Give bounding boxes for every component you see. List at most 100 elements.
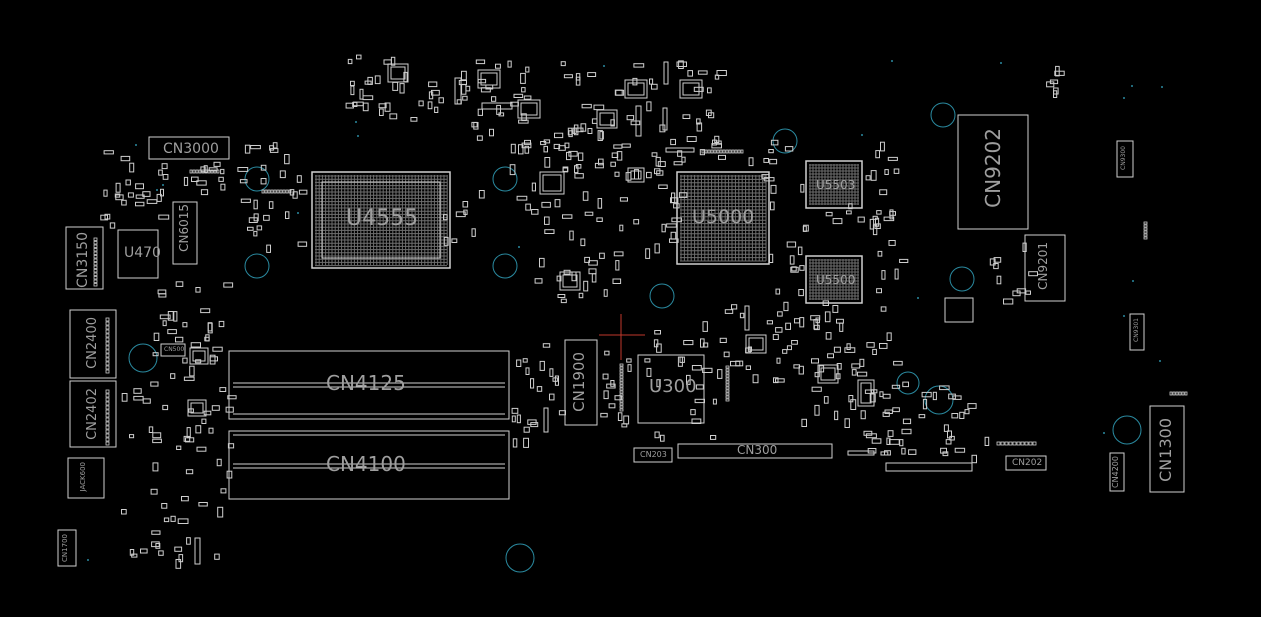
pin-row <box>93 241 98 245</box>
pin-row <box>619 387 624 391</box>
pin-row <box>105 389 110 394</box>
passive-component <box>712 398 717 405</box>
pin-row <box>1028 441 1033 446</box>
passive-component <box>582 191 589 201</box>
via-dot <box>891 60 893 62</box>
passive-component <box>945 439 952 445</box>
passive-component <box>575 164 582 169</box>
passive-component <box>802 225 807 232</box>
passive-component <box>851 363 861 369</box>
passive-component <box>478 190 485 199</box>
passive-component <box>541 201 551 208</box>
passive-component <box>1046 81 1055 88</box>
passive-component <box>610 161 616 167</box>
passive-component <box>654 243 660 254</box>
pin-row <box>725 383 730 387</box>
small-ic-pad <box>390 66 406 80</box>
component-outline <box>663 61 669 85</box>
pin-row <box>105 405 110 410</box>
pin-row <box>105 393 110 398</box>
passive-component <box>894 268 899 280</box>
passive-component <box>836 318 844 324</box>
pin-row <box>1020 441 1025 446</box>
passive-component <box>654 330 662 335</box>
chip-u4555-inner <box>321 181 441 259</box>
passive-component <box>227 395 237 400</box>
passive-component <box>872 348 877 355</box>
pin-row <box>740 149 744 154</box>
passive-component <box>162 320 167 327</box>
passive-component <box>256 225 263 231</box>
passive-component <box>669 238 679 243</box>
passive-component <box>174 546 183 552</box>
small-ic-pad <box>192 350 206 362</box>
passive-component <box>213 161 221 167</box>
passive-component <box>770 139 779 146</box>
passive-component <box>619 197 629 202</box>
passive-component <box>204 336 210 342</box>
passive-component <box>115 194 124 201</box>
passive-component <box>516 414 521 424</box>
passive-component <box>195 287 201 293</box>
passive-component <box>884 409 893 414</box>
passive-component <box>491 96 497 102</box>
passive-component <box>428 91 434 100</box>
passive-component <box>356 54 362 60</box>
passive-component <box>220 183 226 191</box>
small-ic-outline <box>517 99 541 119</box>
connector-cn2402-outline <box>69 380 117 448</box>
passive-component <box>518 119 529 124</box>
passive-component <box>189 365 195 377</box>
pin-row <box>105 433 110 438</box>
passive-component <box>250 145 261 150</box>
passive-component <box>872 224 878 236</box>
passive-component <box>731 304 738 310</box>
pin-row <box>734 149 738 154</box>
passive-component <box>614 395 622 401</box>
passive-component <box>571 271 577 282</box>
passive-component <box>893 360 903 366</box>
passive-component <box>777 311 783 317</box>
passive-component <box>121 393 128 402</box>
passive-component <box>653 339 659 348</box>
passive-component <box>560 298 567 304</box>
pin-row <box>105 441 110 446</box>
passive-component <box>296 175 302 183</box>
passive-component <box>563 74 573 79</box>
passive-component <box>161 163 168 170</box>
passive-component <box>1028 271 1038 277</box>
passive-component <box>676 61 687 67</box>
pin-row <box>1143 233 1148 237</box>
passive-component <box>523 437 529 448</box>
pin-row <box>1004 441 1009 446</box>
passive-component <box>683 340 694 346</box>
passive-component <box>163 517 170 523</box>
passive-component <box>562 214 573 219</box>
pin-row <box>1172 391 1176 396</box>
passive-component <box>521 142 532 149</box>
passive-component <box>183 376 195 381</box>
passive-component <box>876 288 882 294</box>
passive-component <box>702 342 709 348</box>
passive-component <box>707 87 712 94</box>
passive-component <box>462 201 469 208</box>
slot-cn4100-outline <box>228 430 510 500</box>
passive-component <box>135 183 145 190</box>
pin-row <box>93 251 98 255</box>
mounting-hole <box>244 253 270 279</box>
pin-row <box>93 269 98 273</box>
passive-component <box>161 503 168 509</box>
passive-component <box>702 367 713 373</box>
passive-component <box>384 102 391 112</box>
passive-component <box>948 393 956 400</box>
passive-component <box>525 203 531 211</box>
passive-component <box>656 170 664 176</box>
passive-component <box>1053 90 1058 99</box>
passive-component <box>599 131 604 140</box>
passive-component <box>584 256 591 263</box>
pin-row <box>1008 441 1013 446</box>
small-ic-outline <box>477 69 501 89</box>
passive-component <box>103 189 108 197</box>
passive-component <box>181 496 189 502</box>
